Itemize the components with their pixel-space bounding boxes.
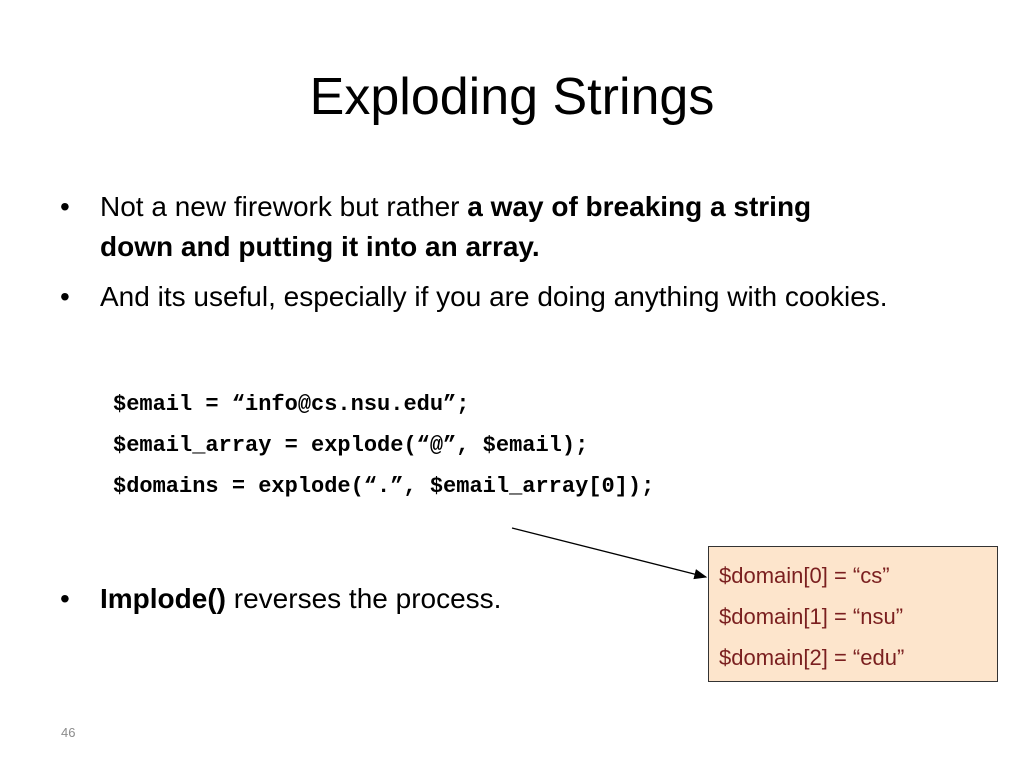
bullet-text-bold: Implode() bbox=[100, 583, 226, 614]
slide-number: 46 bbox=[61, 725, 76, 740]
bullet-text: And its useful, especially if you are do… bbox=[100, 277, 890, 317]
bullet-marker: • bbox=[60, 191, 70, 222]
slide-title: Exploding Strings bbox=[309, 68, 715, 126]
code-line-3: $domains = explode(“.”, $email_array[0])… bbox=[113, 474, 655, 499]
bullet-text-plain: Not a new firework but rather bbox=[100, 191, 468, 222]
bullet-text: Implode() reverses the process. bbox=[100, 579, 890, 619]
code-line-2: $email_array = explode(“@”, $email); bbox=[113, 433, 589, 458]
result-line-3: $domain[2] = “edu” bbox=[719, 645, 905, 670]
bullet-text-plain: reverses the process. bbox=[226, 583, 502, 614]
code-line-1: $email = “info@cs.nsu.edu”; bbox=[113, 392, 470, 417]
bullet-item-3: • Implode() reverses the process. bbox=[60, 579, 890, 619]
result-box: $domain[0] = “cs” $domain[1] = “nsu” $do… bbox=[708, 546, 998, 682]
bullet-text: Not a new firework but rather a way of b… bbox=[100, 187, 890, 267]
result-line-1: $domain[0] = “cs” bbox=[719, 563, 890, 588]
bullet-text-plain: And its useful, especially if you are do… bbox=[100, 281, 888, 312]
bullet-item-2: • And its useful, especially if you are … bbox=[60, 277, 890, 317]
bullet-text-bold: a way of breaking a string down and putt… bbox=[100, 191, 812, 262]
bullet-marker: • bbox=[60, 281, 70, 312]
bullet-marker: • bbox=[60, 583, 70, 614]
bullet-item-1: • Not a new firework but rather a way of… bbox=[60, 187, 890, 267]
result-line-2: $domain[1] = “nsu” bbox=[719, 604, 904, 629]
arrow-line bbox=[511, 527, 708, 580]
